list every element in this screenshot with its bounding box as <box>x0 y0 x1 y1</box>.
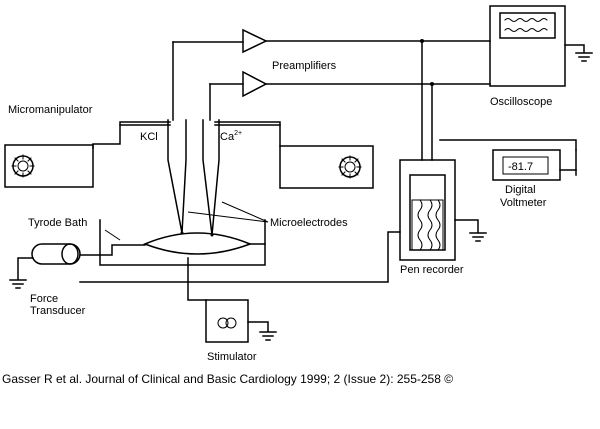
transducer-ground <box>9 257 34 289</box>
heart-tissue <box>142 232 253 255</box>
label-voltmeter: Voltmeter <box>500 197 547 209</box>
label-stimulator: Stimulator <box>207 351 257 363</box>
label-microelectrodes: Microelectrodes <box>270 217 348 229</box>
label-oscilloscope: Oscilloscope <box>490 96 552 108</box>
label-pen-recorder: Pen recorder <box>400 264 464 276</box>
micromanipulator-left <box>4 144 94 188</box>
label-preamplifiers: Preamplifiers <box>272 60 337 72</box>
label-micromanipulator: Micromanipulator <box>8 104 93 116</box>
preamplifier-upper <box>242 28 268 54</box>
stimulator-ground <box>247 321 277 341</box>
microelectrode-ca <box>202 119 220 236</box>
preamplifier-lower <box>242 70 268 98</box>
pen-recorder <box>399 159 456 261</box>
label-digital: Digital <box>505 184 536 196</box>
microelectrode-kcl <box>167 119 187 234</box>
oscilloscope <box>489 5 566 87</box>
tyrode-bath <box>99 219 266 266</box>
pen-recorder-ground <box>454 219 487 242</box>
stimulator <box>205 299 249 343</box>
figure-caption: Gasser R et al. Journal of Clinical and … <box>2 372 454 386</box>
micromanipulator-right <box>279 145 374 189</box>
label-tyrode-bath: Tyrode Bath <box>28 217 87 229</box>
label-ca: Ca2+ <box>220 130 242 143</box>
oscilloscope-ground <box>564 44 593 62</box>
voltmeter-reading: -81.7 <box>508 161 533 173</box>
label-kcl: KCl <box>140 131 158 143</box>
label-force: Force <box>30 293 58 305</box>
label-transducer: Transducer <box>30 305 86 317</box>
force-transducer <box>31 243 81 265</box>
digital-voltmeter <box>492 149 561 181</box>
